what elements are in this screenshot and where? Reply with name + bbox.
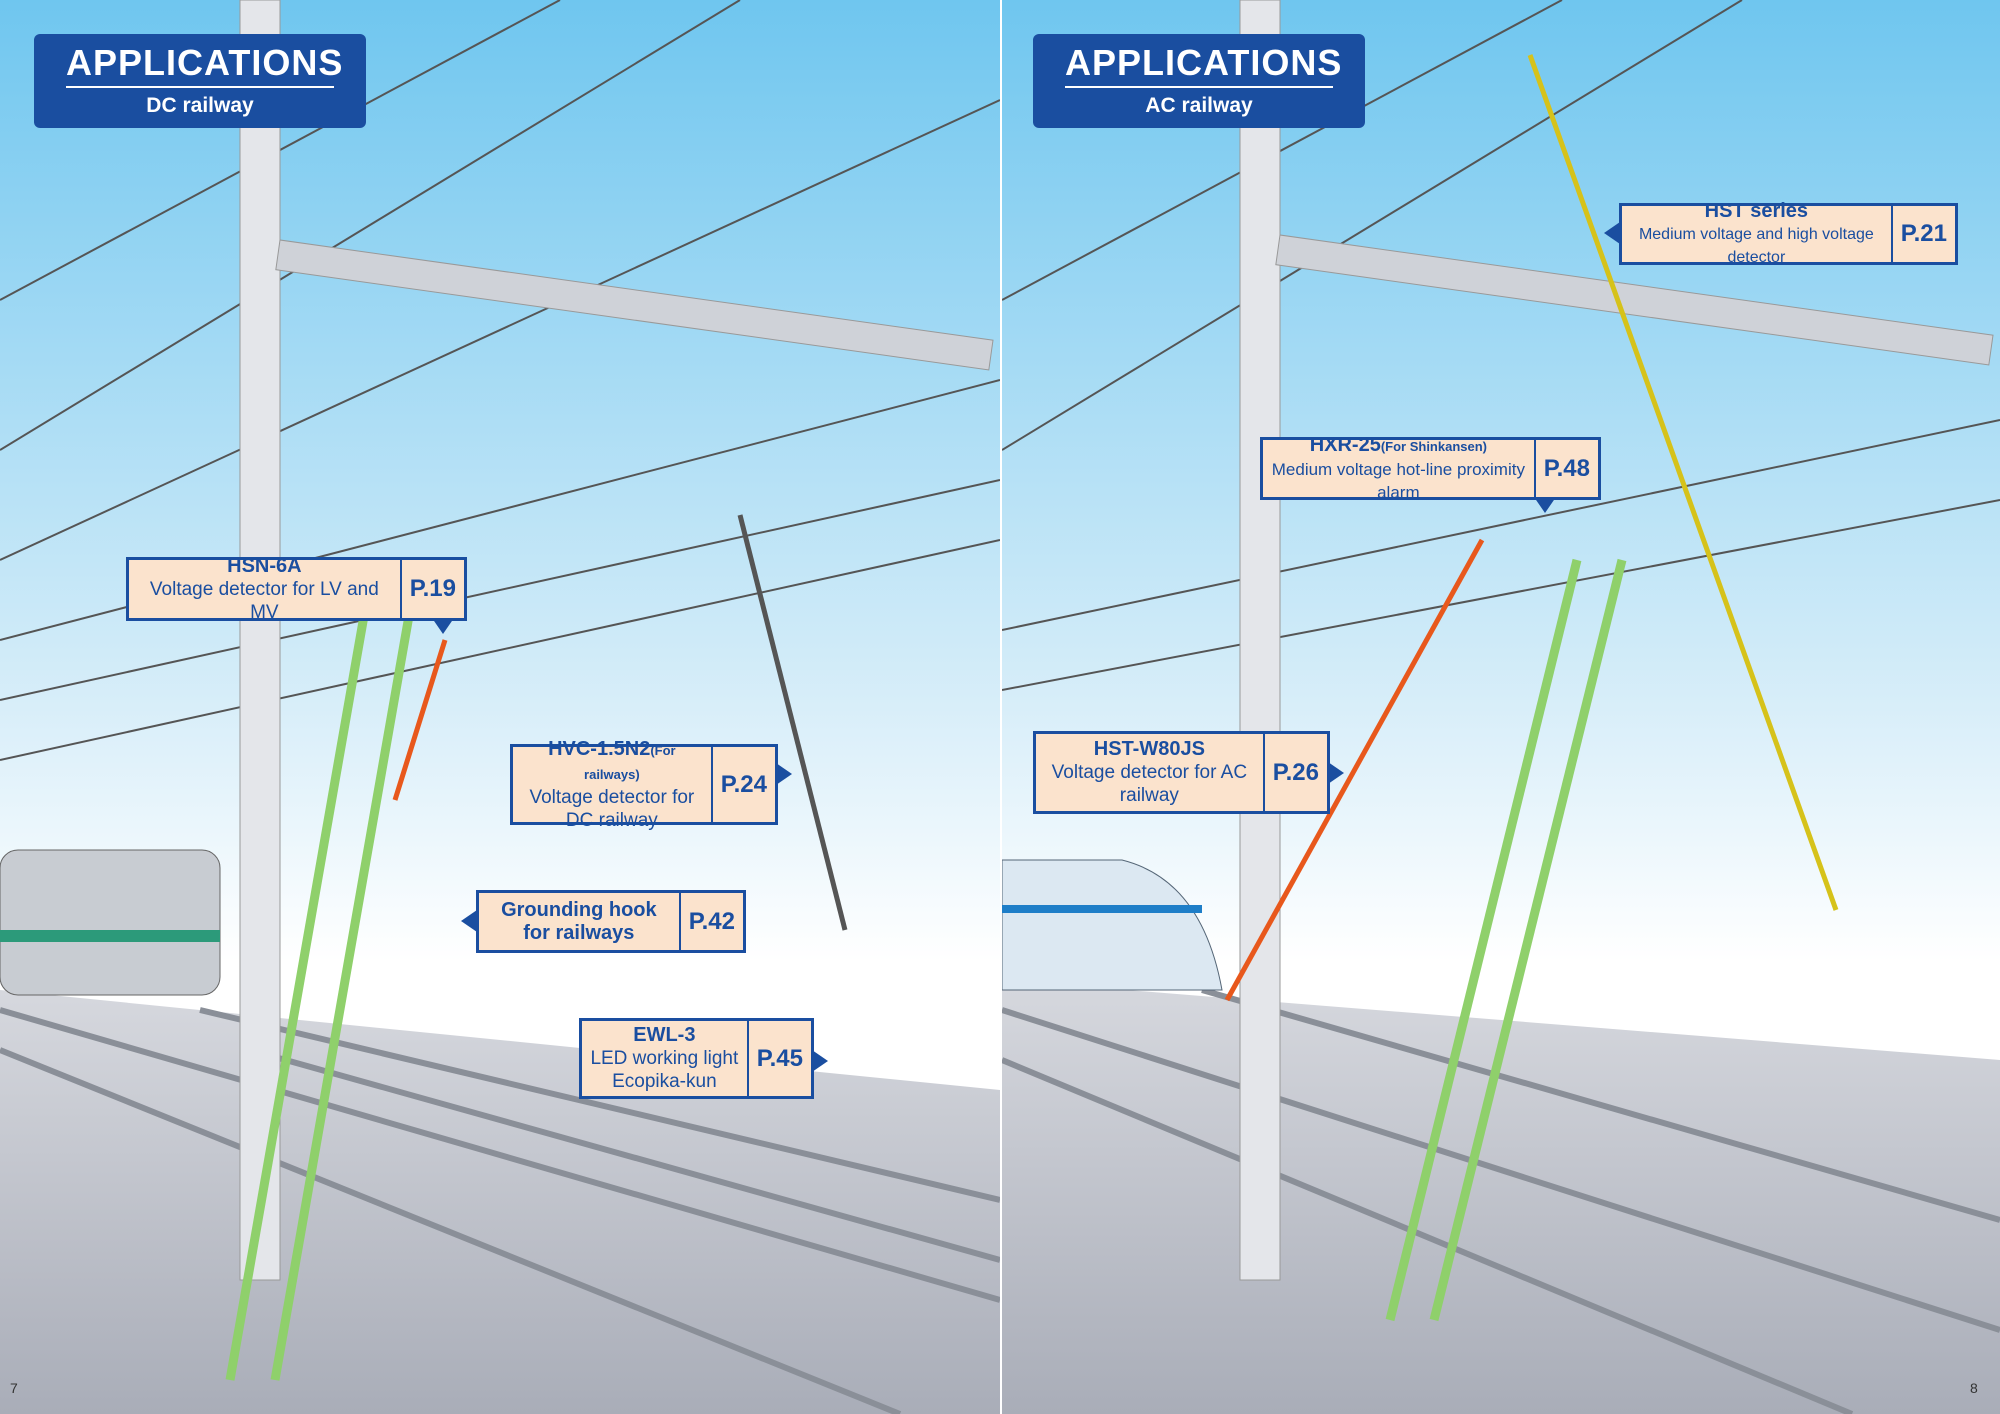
product-description: for railways [523, 921, 635, 944]
callout-pointer [776, 763, 792, 785]
callout-pointer [461, 910, 477, 932]
product-description: Voltage detector for LV and MV [149, 578, 379, 623]
product-note: (For railways) [584, 742, 676, 782]
page-reference[interactable]: P.19 [399, 560, 464, 618]
product-name: EWL-3 [633, 1024, 696, 1046]
product-name: Grounding hook [501, 898, 657, 921]
product-note: (For Shinkansen) [1380, 438, 1488, 454]
page-reference[interactable]: P.48 [1533, 440, 1598, 497]
product-description: LED working light Ecopika-kun [590, 1048, 739, 1092]
page-number: 8 [1970, 1380, 1978, 1396]
page-divider [1000, 0, 1002, 1414]
callout-hvc-1-5n2[interactable]: HVC-1.5N2(For railways)Voltage detector … [510, 738, 778, 831]
page-reference[interactable]: P.42 [678, 893, 743, 950]
page-reference[interactable]: P.26 [1262, 734, 1327, 811]
page-reference[interactable]: P.45 [746, 1021, 811, 1096]
product-description: Medium voltage hot-line proximity alarm [1271, 459, 1525, 502]
product-name: HST-W80JS [1093, 738, 1205, 760]
applications-title-box: APPLICATIONS DC railway [34, 34, 366, 128]
product-name: HVC-1.5N2 [548, 737, 651, 760]
callout-pointer [1328, 762, 1344, 784]
page-heading: APPLICATIONS [1065, 34, 1341, 88]
page-subtitle: DC railway [146, 94, 254, 117]
product-description: Medium voltage and high voltage detector [1638, 225, 1874, 266]
applications-title-box: APPLICATIONS AC railway [1033, 34, 1365, 128]
product-name: HXR-25 [1309, 433, 1381, 456]
callout-pointer [812, 1050, 828, 1072]
page-reference[interactable]: P.21 [1890, 206, 1955, 262]
product-name: HST series [1704, 199, 1809, 222]
callout-pointer [1604, 222, 1620, 244]
callout-pointer [432, 618, 454, 634]
product-name: HSN-6A [227, 554, 302, 577]
page-number: 7 [10, 1380, 18, 1396]
product-description: Voltage detector for AC railway [1051, 762, 1248, 806]
page-subtitle: AC railway [1145, 94, 1253, 117]
dc-railway-illustration [0, 0, 1000, 1414]
page-heading: APPLICATIONS [66, 34, 342, 88]
callout-pointer [1534, 497, 1556, 513]
product-description: Voltage detector for DC railway [529, 786, 695, 831]
page-reference[interactable]: P.24 [710, 747, 775, 822]
callout-hxr-25[interactable]: HXR-25(For Shinkansen) Medium voltage hot… [1260, 433, 1601, 502]
